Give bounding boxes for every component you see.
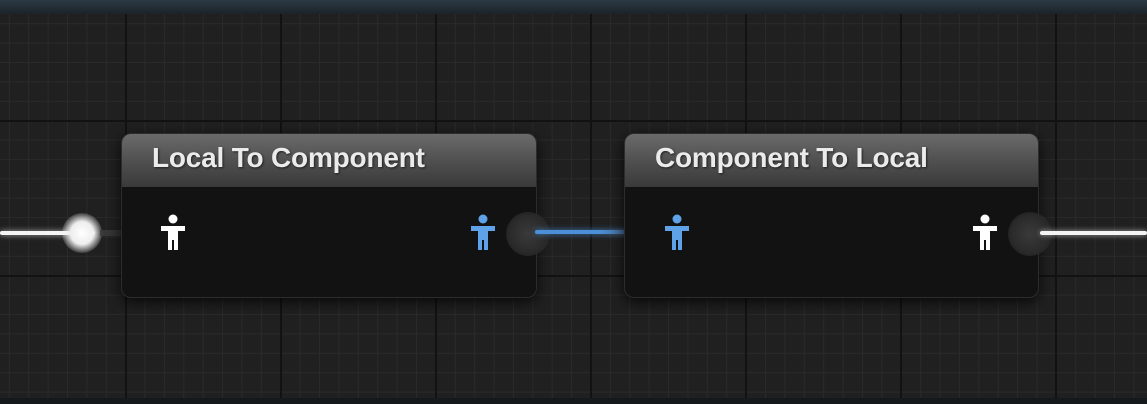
pose-input-pin-icon[interactable] bbox=[663, 212, 691, 252]
bottom-bar bbox=[0, 398, 1147, 404]
node-local-to-component[interactable]: Local To Component bbox=[121, 133, 537, 298]
pose-wire[interactable] bbox=[535, 230, 645, 234]
output-wire[interactable] bbox=[1040, 231, 1147, 235]
top-bar bbox=[0, 0, 1147, 14]
input-reroute-knob[interactable] bbox=[62, 213, 102, 253]
node-title: Local To Component bbox=[152, 142, 425, 173]
pose-output-pin-icon[interactable] bbox=[469, 212, 497, 252]
input-wire[interactable] bbox=[0, 231, 95, 235]
node-header[interactable]: Component To Local bbox=[625, 134, 1038, 187]
node-component-to-local[interactable]: Component To Local bbox=[624, 133, 1039, 298]
pose-input-pin-icon[interactable] bbox=[159, 212, 187, 252]
pose-output-pin-icon[interactable] bbox=[971, 212, 999, 252]
output-pin-connector[interactable] bbox=[506, 212, 550, 256]
node-header[interactable]: Local To Component bbox=[122, 134, 536, 187]
node-title: Component To Local bbox=[655, 142, 928, 173]
